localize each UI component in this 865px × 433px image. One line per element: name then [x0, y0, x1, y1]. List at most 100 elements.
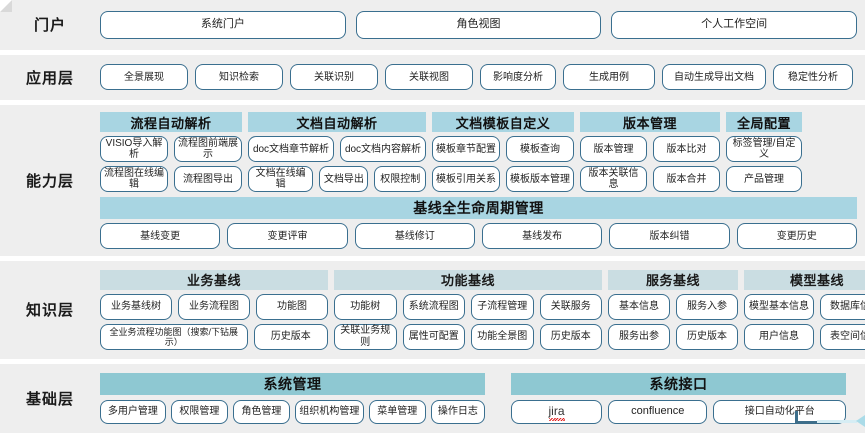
know-item-service-input-param[interactable]: 服务入参	[676, 293, 738, 320]
base-group-system-mgmt: 系统管理 多用户管理 权限管理 角色管理 组织机构管理 菜单管理 操作日志	[100, 372, 485, 424]
know-item-database-info[interactable]: 数据库信息	[820, 293, 865, 320]
know-item-business-history-version[interactable]: 历史版本	[253, 323, 328, 350]
know-group-function-baseline: 功能基线 功能树系统流程图子流程管理关联服务 关联业务规则属性可配置功能全景图历…	[334, 269, 602, 350]
app-item-generate-case[interactable]: 生成用例	[563, 64, 655, 91]
layer-body-application: 全景展现 知识检索 关联识别 关联视图 影响度分析 生成用例 自动生成导出文档 …	[100, 64, 865, 91]
cap-item-doc-chapter-parse[interactable]: doc文档章节解析	[248, 136, 334, 163]
cap-item-version-compare[interactable]: 版本比对	[653, 136, 720, 163]
app-item-knowledge-search[interactable]: 知识检索	[195, 64, 283, 91]
know-item-service-history-version[interactable]: 历史版本	[676, 323, 738, 350]
know-item-business-flow-chart[interactable]: 业务流程图	[178, 293, 250, 320]
cap-item-template-version-mgmt[interactable]: 模板版本管理	[506, 166, 574, 193]
cap-baseline-header: 基线全生命周期管理	[100, 197, 857, 220]
base-item-api-automation-platform[interactable]: 接口自动化平台	[713, 399, 846, 424]
know-item-tablespace-info[interactable]: 表空间信息	[820, 323, 865, 350]
portal-item-role-view[interactable]: 角色视图	[355, 10, 602, 39]
cap-item-template-chapter-config[interactable]: 模板章节配置	[432, 136, 500, 163]
know-group-header-function-baseline: 功能基线	[334, 269, 602, 290]
cap-baseline-item-version-correction[interactable]: 版本纠错	[609, 223, 730, 250]
layer-label-capability: 能力层	[25, 173, 74, 191]
app-item-panorama[interactable]: 全景展现	[100, 64, 188, 91]
know-group-header-service-baseline: 服务基线	[608, 269, 738, 290]
cap-item-version-management[interactable]: 版本管理	[580, 136, 647, 163]
cap-item-visio-import[interactable]: VISIO导入解析	[100, 136, 168, 163]
cap-group-global-config: 全局配置 标签管理/自定义 产品管理	[726, 112, 802, 193]
cap-item-doc-online-edit[interactable]: 文档在线编辑	[248, 166, 314, 193]
cap-item-doc-export[interactable]: 文档导出	[319, 166, 369, 193]
know-item-basic-info[interactable]: 基本信息	[608, 293, 670, 320]
know-item-user-info[interactable]: 用户信息	[744, 323, 814, 350]
layer-label-foundation: 基础层	[25, 390, 74, 408]
cap-group-doc-template: 文档模板自定义 模板章节配置模板查询 模板引用关系模板版本管理	[432, 112, 574, 193]
slide-corner-arrow	[795, 411, 865, 431]
base-item-jira[interactable]: jira	[511, 399, 603, 424]
cap-item-flow-frontend-display[interactable]: 流程图前端展示	[174, 136, 242, 163]
cap-group-version-mgmt: 版本管理 版本管理版本比对 版本关联信息版本合并	[580, 112, 720, 193]
cap-item-version-merge[interactable]: 版本合并	[653, 166, 720, 193]
layer-label-knowledge: 知识层	[25, 302, 74, 320]
know-item-related-business-rule[interactable]: 关联业务规则	[334, 323, 397, 350]
cap-item-permission-control[interactable]: 权限控制	[374, 166, 426, 193]
know-item-model-basic-info[interactable]: 模型基本信息	[744, 293, 814, 320]
cap-item-flow-export[interactable]: 流程图导出	[174, 166, 242, 193]
app-item-relation-view[interactable]: 关联视图	[385, 64, 473, 91]
layer-band-portal: 门户 系统门户 角色视图 个人工作空间	[0, 0, 865, 50]
base-item-menu-mgmt[interactable]: 菜单管理	[368, 399, 426, 424]
layer-body-capability: 流程自动解析 VISIO导入解析流程图前端展示 流程图在线编辑流程图导出 文档自…	[100, 112, 865, 250]
know-item-full-business-flow-chart[interactable]: 全业务流程功能图（搜索/下钻展示）	[100, 323, 248, 350]
portal-item-system[interactable]: 系统门户	[100, 10, 346, 39]
base-group-header-system-mgmt: 系统管理	[100, 372, 485, 395]
app-item-stability-analysis[interactable]: 稳定性分析	[773, 64, 853, 91]
layer-band-foundation: 基础层 系统管理 多用户管理 权限管理 角色管理 组织机构管理 菜单管理 操作日…	[0, 363, 865, 433]
cap-item-tag-management[interactable]: 标签管理/自定义	[726, 136, 802, 163]
layer-body-foundation: 系统管理 多用户管理 权限管理 角色管理 组织机构管理 菜单管理 操作日志 系统…	[100, 372, 865, 424]
know-item-service-output-param[interactable]: 服务出参	[608, 323, 670, 350]
corner-line-vertical	[795, 411, 798, 421]
know-item-business-baseline-tree[interactable]: 业务基线树	[100, 293, 172, 320]
app-item-impact-analysis[interactable]: 影响度分析	[480, 64, 556, 91]
portal-item-workspace[interactable]: 个人工作空间	[611, 10, 858, 39]
cap-baseline-item-review[interactable]: 变更评审	[227, 223, 348, 250]
base-item-operation-log[interactable]: 操作日志	[430, 399, 485, 424]
app-item-auto-export-doc[interactable]: 自动生成导出文档	[662, 64, 766, 91]
cap-baseline-item-change[interactable]: 基线变更	[100, 223, 221, 250]
cap-baseline-item-change-history[interactable]: 变更历史	[736, 223, 857, 250]
know-item-related-service[interactable]: 关联服务	[539, 293, 602, 320]
cap-item-doc-content-parse[interactable]: doc文档内容解析	[340, 136, 426, 163]
know-item-function-tree[interactable]: 功能树	[334, 293, 397, 320]
base-group-system-interface: 系统接口 jira confluence 接口自动化平台	[511, 372, 846, 424]
cap-item-flow-online-edit[interactable]: 流程图在线编辑	[100, 166, 168, 193]
know-item-subprocess-mgmt[interactable]: 子流程管理	[471, 293, 534, 320]
layer-band-capability: 能力层 流程自动解析 VISIO导入解析流程图前端展示 流程图在线编辑流程图导出…	[0, 105, 865, 257]
cap-item-version-relation-info[interactable]: 版本关联信息	[580, 166, 647, 193]
know-item-function-history-version[interactable]: 历史版本	[539, 323, 602, 350]
layer-band-knowledge: 知识层 业务基线 业务基线树业务流程图功能图 全业务流程功能图（搜索/下钻展示）…	[0, 261, 865, 359]
cap-group-header-global-config: 全局配置	[726, 112, 802, 133]
know-group-business-baseline: 业务基线 业务基线树业务流程图功能图 全业务流程功能图（搜索/下钻展示）历史版本	[100, 269, 328, 350]
cap-group-header-doc-parse: 文档自动解析	[248, 112, 426, 133]
base-item-permission-mgmt[interactable]: 权限管理	[170, 399, 228, 424]
cap-item-product-management[interactable]: 产品管理	[726, 166, 802, 193]
know-group-header-model-baseline: 模型基线	[744, 269, 865, 290]
base-item-role-mgmt[interactable]: 角色管理	[232, 399, 290, 424]
know-item-attribute-configurable[interactable]: 属性可配置	[402, 323, 465, 350]
cap-item-template-reference[interactable]: 模板引用关系	[432, 166, 500, 193]
base-item-multi-user-mgmt[interactable]: 多用户管理	[100, 399, 166, 424]
know-item-function-chart[interactable]: 功能图	[256, 293, 328, 320]
layer-label-portal: 门户	[33, 17, 66, 35]
base-item-org-structure-mgmt[interactable]: 组织机构管理	[295, 399, 364, 424]
cap-item-template-query[interactable]: 模板查询	[506, 136, 574, 163]
cap-baseline-item-release[interactable]: 基线发布	[481, 223, 603, 250]
know-item-system-flow-chart[interactable]: 系统流程图	[402, 293, 465, 320]
page-fold-corner	[0, 0, 12, 12]
cap-group-header-doc-template: 文档模板自定义	[432, 112, 574, 133]
corner-bar	[817, 420, 857, 423]
cap-group-header-process-parse: 流程自动解析	[100, 112, 242, 133]
know-group-service-baseline: 服务基线 基本信息服务入参 服务出参历史版本	[608, 269, 738, 350]
cap-baseline-item-revision[interactable]: 基线修订	[354, 223, 475, 250]
app-item-relation-recognition[interactable]: 关联识别	[290, 64, 378, 91]
know-item-function-panorama[interactable]: 功能全景图	[471, 323, 534, 350]
base-item-confluence[interactable]: confluence	[608, 399, 708, 424]
